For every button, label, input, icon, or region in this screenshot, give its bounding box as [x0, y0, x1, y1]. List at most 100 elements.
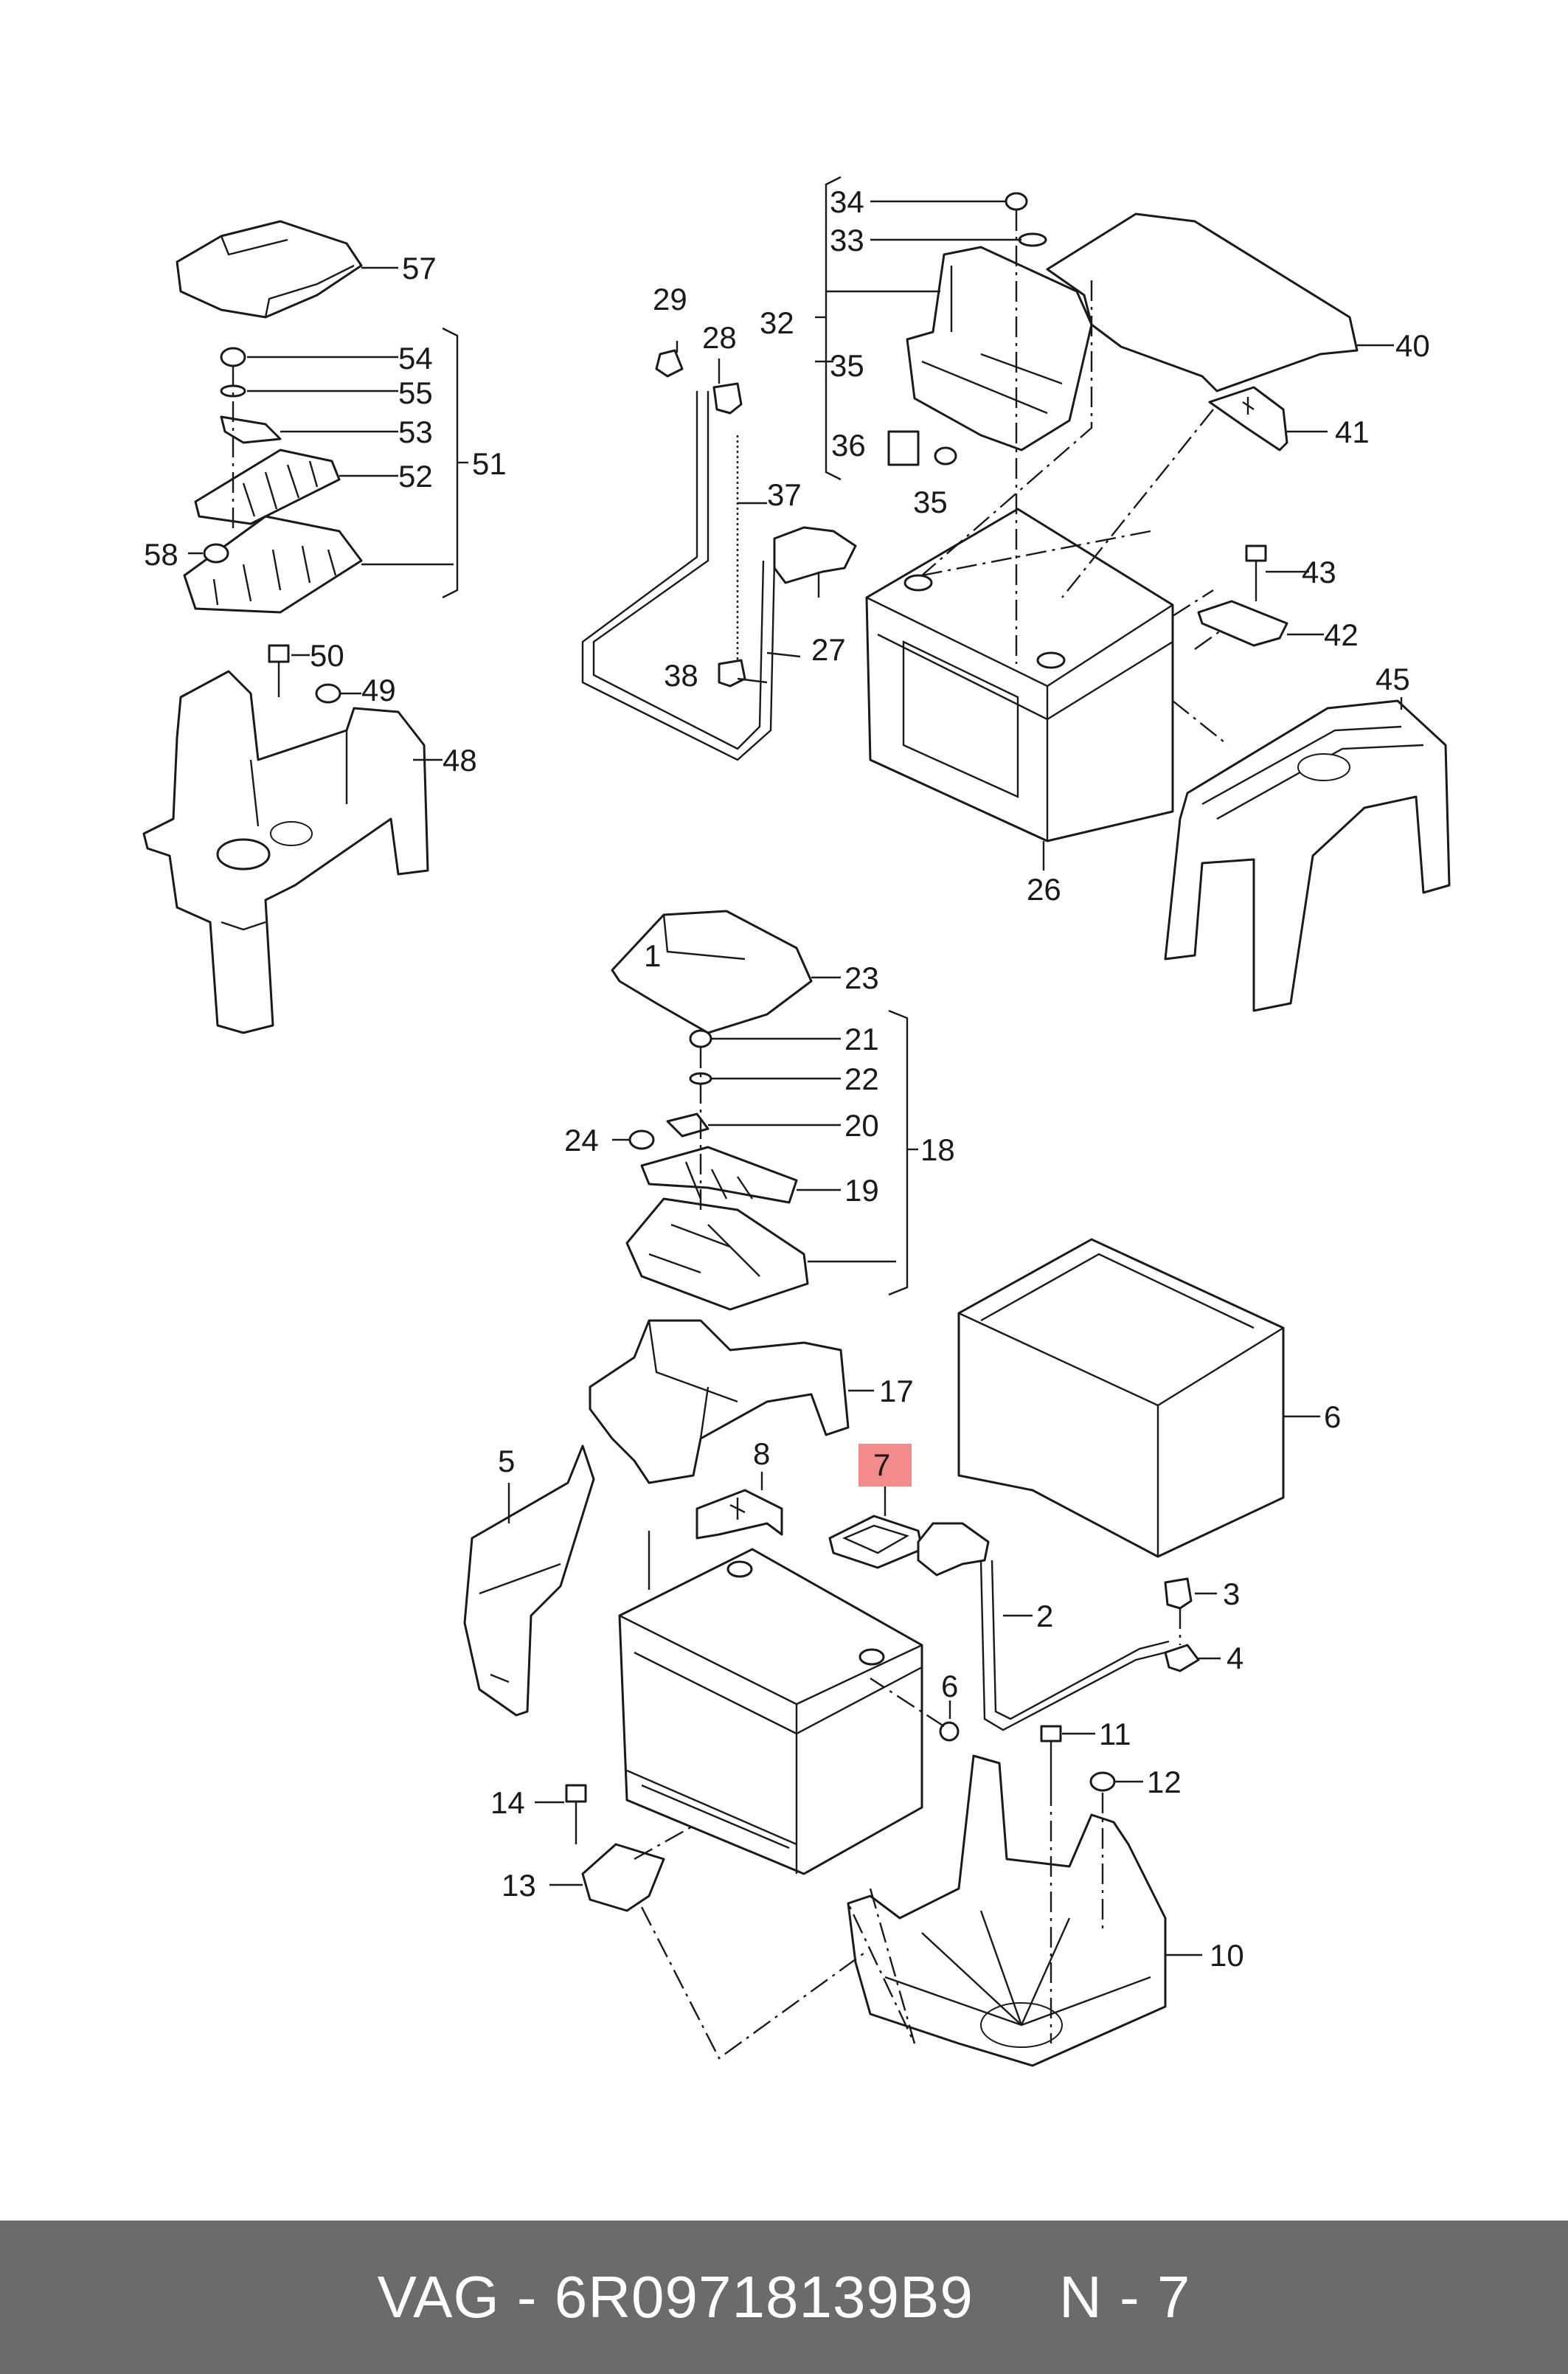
part-10-battery-tray — [847, 1754, 1167, 2067]
bracket-51 — [442, 327, 459, 599]
part-48-battery-tray-bracket — [142, 670, 429, 1034]
part-17-bracket — [589, 1319, 850, 1484]
part-5-side-panel — [463, 1444, 595, 1717]
part-21-nut — [689, 1029, 712, 1048]
part-12-nut — [1089, 1771, 1116, 1792]
part-45-battery-cover — [1164, 699, 1451, 1012]
callout-43: 43 — [1302, 555, 1336, 589]
part-23-cover — [611, 910, 813, 1034]
part-50-bolt — [268, 644, 290, 697]
callout-13: 13 — [502, 1868, 536, 1903]
part-3-cap — [1164, 1577, 1193, 1610]
part-57-cover — [176, 220, 363, 319]
callout-6b: 6 — [941, 1669, 958, 1703]
callout-54: 54 — [398, 341, 433, 376]
part-54-nut — [220, 347, 246, 367]
callout-12: 12 — [1147, 1765, 1182, 1799]
part-1-battery — [618, 1548, 923, 1875]
callout-labels: 1 2 3 4 5 6 6 7 8 10 11 12 13 14 17 18 1… — [144, 184, 1430, 1973]
part-19-terminal-strip — [640, 1146, 798, 1204]
callout-55: 55 — [398, 376, 433, 410]
part-34-nut — [1005, 192, 1028, 211]
part-27-cable-terminal — [773, 526, 857, 584]
callout-27: 27 — [811, 632, 846, 667]
bracket-32-35 — [825, 176, 842, 481]
callout-18: 18 — [920, 1132, 955, 1167]
part-20-clip — [666, 1112, 710, 1138]
callout-35b: 35 — [913, 485, 948, 519]
callout-3: 3 — [1223, 1577, 1240, 1611]
callout-7: 7 — [873, 1447, 890, 1482]
callout-45: 45 — [1376, 662, 1410, 696]
part-24-nut — [628, 1129, 655, 1150]
callout-24: 24 — [564, 1123, 599, 1157]
part-58-nut — [203, 543, 229, 564]
bracket-18 — [888, 1009, 909, 1296]
callout-53: 53 — [398, 415, 433, 449]
part-32-fuse-holder — [906, 246, 1093, 451]
part-29-clip — [655, 349, 684, 378]
callout-22: 22 — [844, 1062, 879, 1096]
callout-52: 52 — [398, 459, 433, 494]
callout-58: 58 — [144, 537, 178, 572]
callout-41: 41 — [1335, 415, 1370, 449]
part-28-cap — [712, 382, 743, 415]
callout-48: 48 — [443, 743, 477, 778]
callout-57: 57 — [402, 251, 437, 285]
part-4-clip — [1164, 1644, 1200, 1672]
part-49-nut — [315, 683, 341, 704]
callout-26: 26 — [1027, 872, 1061, 907]
callout-2: 2 — [1036, 1599, 1053, 1633]
part-40-cover — [1046, 212, 1359, 392]
part-41-plate — [1208, 386, 1288, 451]
highlight-part-7 — [858, 1444, 912, 1487]
callout-23: 23 — [844, 961, 879, 995]
callout-20: 20 — [844, 1108, 879, 1143]
part-42-clamp — [1197, 600, 1288, 647]
part-52-terminal-strip — [194, 449, 341, 525]
part-14-bolt — [565, 1784, 587, 1844]
callout-36: 36 — [831, 428, 866, 463]
callout-38: 38 — [664, 658, 698, 693]
part-36-relay — [887, 430, 920, 466]
callout-19: 19 — [844, 1173, 879, 1208]
callout-42: 42 — [1324, 617, 1359, 652]
callout-14: 14 — [490, 1785, 525, 1820]
callout-32: 32 — [760, 305, 794, 340]
callout-5: 5 — [498, 1444, 515, 1478]
callout-40: 40 — [1395, 328, 1430, 363]
callout-21: 21 — [844, 1022, 879, 1056]
callout-17: 17 — [879, 1374, 914, 1408]
part-2-cable — [917, 1522, 1170, 1731]
part-43-bolt — [1245, 544, 1267, 601]
part-13-clamp — [581, 1843, 665, 1912]
callout-1: 1 — [644, 938, 661, 973]
part-53-clip — [220, 415, 282, 444]
part-7-pad — [828, 1515, 923, 1569]
callout-28: 28 — [702, 320, 737, 355]
callout-49: 49 — [361, 673, 396, 707]
part-33-washer — [1018, 232, 1047, 247]
callout-6: 6 — [1324, 1399, 1341, 1434]
callout-51: 51 — [472, 446, 507, 481]
callout-4: 4 — [1227, 1641, 1243, 1675]
callout-8: 8 — [753, 1436, 770, 1471]
exploded-parts-diagram: 1 2 3 4 5 6 6 7 8 10 11 12 13 14 17 18 1… — [142, 176, 1451, 2067]
part-26-battery — [865, 508, 1174, 842]
callout-29: 29 — [653, 282, 687, 316]
callout-37: 37 — [767, 477, 802, 512]
part-35-nut — [934, 446, 957, 466]
part-8-plate — [695, 1489, 783, 1540]
callout-34: 34 — [830, 184, 864, 219]
callout-50: 50 — [310, 638, 344, 673]
callout-35: 35 — [830, 348, 864, 383]
callout-11: 11 — [1099, 1717, 1131, 1751]
callout-10: 10 — [1210, 1938, 1244, 1973]
part-number-caption: VAG - 6R09718139B9 N - 7 — [377, 2264, 1191, 2330]
part-51-fuse-box — [183, 515, 363, 614]
part-6b-bolt — [939, 1721, 960, 1742]
callout-33: 33 — [830, 223, 864, 257]
part-18-fuse-box — [625, 1197, 809, 1311]
footer-bar: VAG - 6R09718139B9 N - 7 — [0, 2221, 1568, 2374]
